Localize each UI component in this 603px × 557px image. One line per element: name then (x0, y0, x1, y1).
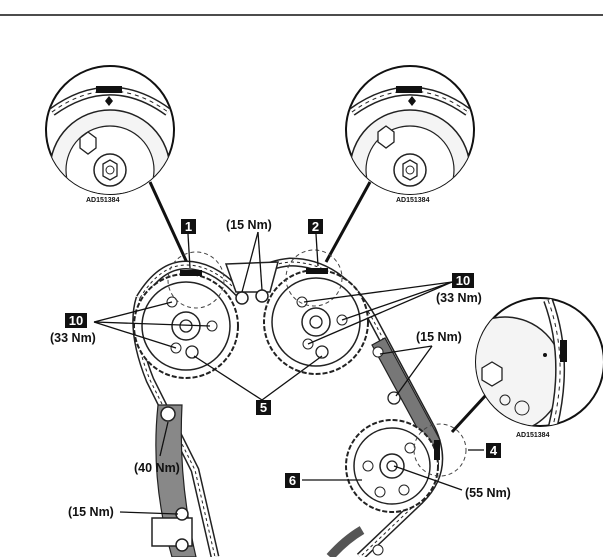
figure-code-crank: AD151384 (516, 432, 550, 439)
leader-lines (93, 231, 484, 515)
callout-box-4: 4 (486, 443, 501, 458)
torque-crank-bolt: (55 Nm) (465, 486, 511, 500)
torque-lower-left: (15 Nm) (68, 505, 114, 519)
callout-circle-crank (413, 423, 467, 477)
svg-text:5: 5 (260, 400, 267, 415)
svg-text:10: 10 (456, 273, 470, 288)
detail-magnifier-crank: AD151384 (450, 297, 603, 439)
detail-magnifier-right: AD151384 (324, 65, 475, 263)
figure-code-right: AD151384 (396, 197, 430, 204)
chain-tensioner (151, 404, 197, 557)
upper-chain-guide (224, 261, 279, 305)
callout-box-10-left: 10 (65, 313, 87, 328)
callout-box-2: 2 (308, 219, 323, 234)
detail-magnifier-left: AD151384 (45, 65, 190, 266)
torque-bolts-left: (33 Nm) (50, 331, 96, 345)
svg-text:2: 2 (312, 219, 319, 234)
figure-code-left: AD151384 (86, 197, 120, 204)
camshaft-sprocket-right (263, 269, 369, 375)
crankshaft-sprocket (345, 419, 439, 513)
callout-box-5: 5 (256, 400, 271, 415)
bolt-hole (185, 345, 199, 359)
callout-circle-left (167, 251, 225, 309)
callout-box-6: 6 (285, 473, 300, 488)
svg-text:1: 1 (185, 219, 192, 234)
svg-text:6: 6 (289, 473, 296, 488)
svg-text:4: 4 (490, 443, 498, 458)
torque-tensioner-pivot: (40 Nm) (134, 461, 180, 475)
callout-circle-right (285, 249, 343, 307)
torque-bolts-right: (33 Nm) (436, 291, 482, 305)
callout-box-10-right: 10 (452, 273, 474, 288)
svg-text:10: 10 (69, 313, 83, 328)
torque-guide-right: (15 Nm) (416, 330, 462, 344)
torque-guide-top: (15 Nm) (226, 218, 272, 232)
callout-box-1: 1 (181, 219, 196, 234)
